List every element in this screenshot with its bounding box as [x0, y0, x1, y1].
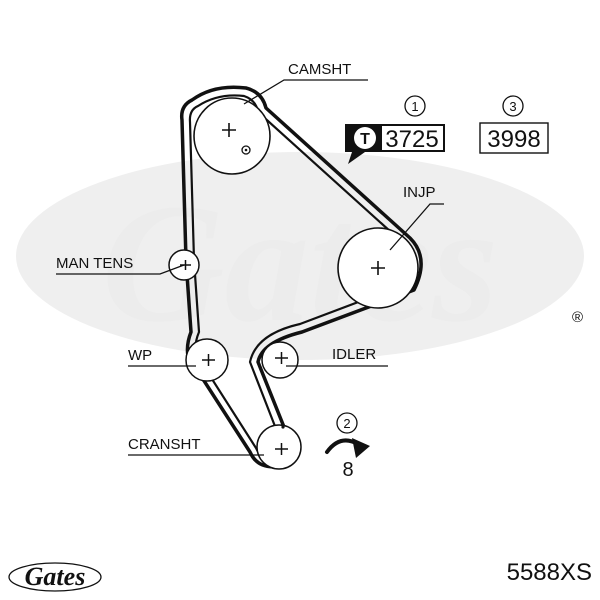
watermark-registered-mark: ® [572, 309, 583, 326]
idler-rim [261, 341, 299, 379]
crankshaft-timing-dot [281, 425, 285, 429]
part-number: 5588XS [507, 559, 592, 586]
injection-pump-pulley [337, 227, 419, 309]
wp-label: WP [128, 347, 152, 364]
gates-logo-text: Gates [25, 562, 86, 591]
injp-label: INJP [403, 184, 436, 201]
crankshaft-center-icon [275, 443, 288, 455]
manual-tensioner-center-icon [180, 260, 191, 270]
man-tens-label: MAN TENS [56, 255, 133, 272]
water-pump-pulley [185, 338, 229, 382]
tooth-count-value-box [382, 126, 443, 150]
callout-3: 3 [502, 95, 524, 117]
gates-logo: Gates [8, 562, 102, 592]
camsht-leader [243, 79, 368, 105]
callout-1: 1 [404, 95, 426, 117]
alt-code-box: 3998 [479, 122, 549, 154]
man-tens-leader [56, 264, 185, 275]
camshaft-pulley [193, 97, 271, 175]
tooth-count-badge: T 3725 [345, 124, 445, 164]
rotation-arrow-icon [325, 438, 370, 458]
callout-1-number: 1 [411, 99, 418, 114]
timing-mark-icon [241, 145, 251, 155]
water-pump-center-icon [202, 354, 215, 366]
callout-2-number: 2 [343, 416, 350, 431]
callout-2: 2 [336, 412, 358, 434]
crankshaft-pulley [256, 424, 302, 470]
gates-logo-ellipse [8, 562, 102, 592]
camshaft-pulley-rim [193, 97, 271, 175]
camshaft-center-icon [222, 123, 236, 137]
camsht-label: CAMSHT [288, 61, 351, 78]
leader-lines [56, 79, 444, 456]
belt-inner [188, 94, 414, 460]
tooth-count-t-letter: T [360, 131, 370, 148]
callout-1-circle [404, 95, 426, 117]
timing-mark-dot [244, 148, 248, 152]
callout-3-number: 3 [509, 99, 516, 114]
alt-code-value: 3998 [487, 126, 540, 153]
idler-label: IDLER [332, 346, 376, 363]
idler-pulley [261, 341, 299, 379]
watermark-text: Gates [102, 169, 499, 357]
injp-leader [389, 203, 444, 251]
callout-3-circle [502, 95, 524, 117]
tooth-count-value: 3725 [385, 126, 438, 153]
idler-center-icon [275, 352, 288, 364]
injection-pump-center-icon [371, 261, 385, 275]
alt-code-frame [479, 122, 549, 154]
rotation-arrow-head [352, 438, 370, 458]
crankshaft-rim [256, 424, 302, 470]
cransht-label: CRANSHT [128, 436, 201, 453]
tooth-count-t-icon [354, 127, 376, 149]
torque-value: 8 [342, 459, 353, 481]
callout-2-circle [336, 412, 358, 434]
